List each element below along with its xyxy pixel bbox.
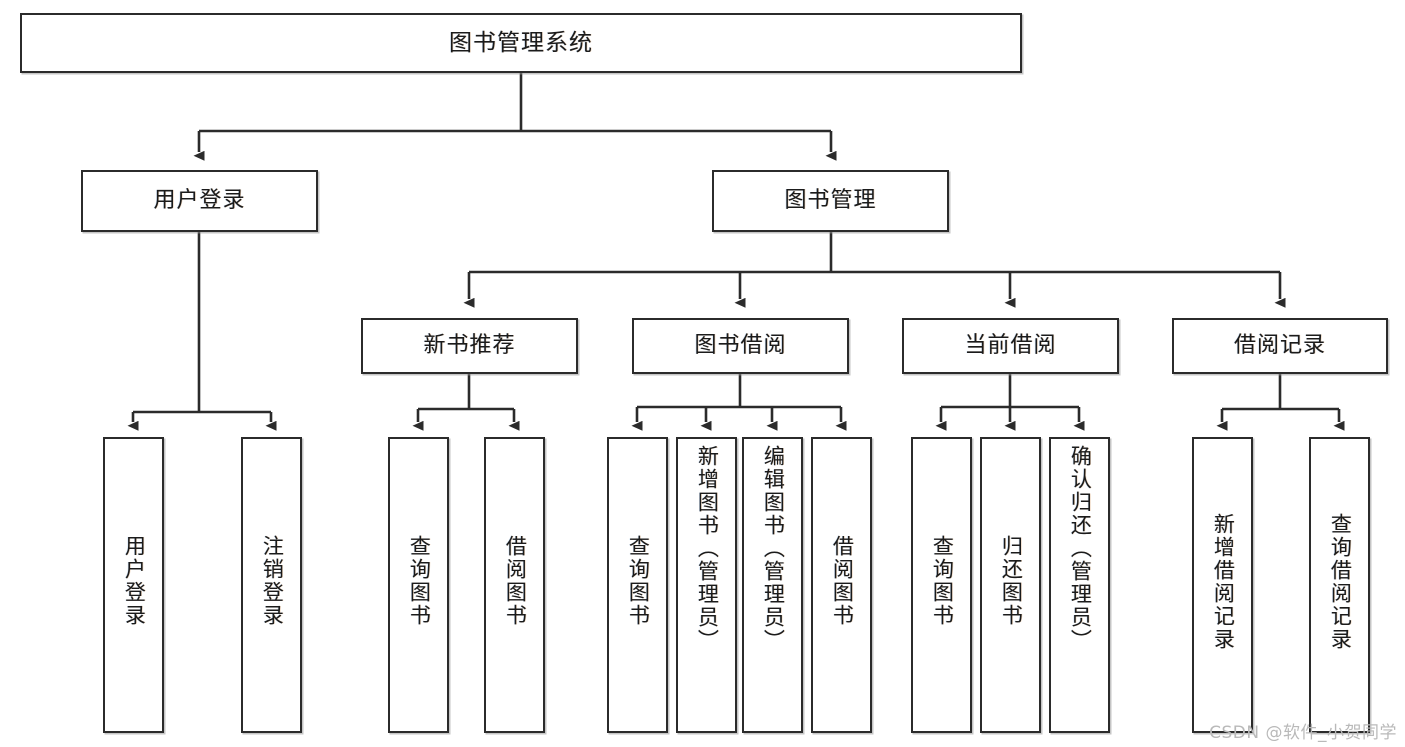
leaf-new-book-rec-1[interactable]: 借阅图书 <box>484 437 545 733</box>
node-user-login[interactable]: 用户登录 <box>81 170 318 232</box>
leaf-book-borrow-0-label: 查询图书 <box>626 535 651 627</box>
node-book-manage-label: 图书管理 <box>784 188 877 214</box>
node-new-book-recommend[interactable]: 新书推荐 <box>361 318 578 374</box>
node-root-label: 图书管理系统 <box>449 29 593 56</box>
leaf-current-borrow-2-label: 确认归还（管理员） <box>1068 445 1093 652</box>
leaf-current-borrow-1[interactable]: 归还图书 <box>980 437 1041 733</box>
leaf-borrow-record-1[interactable]: 查询借阅记录 <box>1309 437 1370 733</box>
node-book-borrow-label: 图书借阅 <box>694 333 787 359</box>
node-new-book-recommend-label: 新书推荐 <box>423 333 516 359</box>
leaf-current-borrow-1-label: 归还图书 <box>999 535 1024 627</box>
leaf-current-borrow-2[interactable]: 确认归还（管理员） <box>1049 437 1110 733</box>
node-book-borrow[interactable]: 图书借阅 <box>632 318 849 374</box>
leaf-user-login-0[interactable]: 用户登录 <box>103 437 164 733</box>
leaf-user-login-1-label: 注销登录 <box>260 535 285 627</box>
csdn-watermark: CSDN @软件_小贺同学 <box>1209 723 1397 743</box>
leaf-current-borrow-0[interactable]: 查询图书 <box>911 437 972 733</box>
leaf-new-book-rec-1-label: 借阅图书 <box>503 535 528 627</box>
node-borrow-record-label: 借阅记录 <box>1233 333 1326 359</box>
leaf-book-borrow-2[interactable]: 编辑图书（管理员） <box>742 437 803 733</box>
leaf-borrow-record-1-label: 查询借阅记录 <box>1328 513 1353 651</box>
leaf-book-borrow-3[interactable]: 借阅图书 <box>811 437 872 733</box>
leaf-new-book-rec-0[interactable]: 查询图书 <box>388 437 449 733</box>
node-current-borrow[interactable]: 当前借阅 <box>902 318 1119 374</box>
node-borrow-record[interactable]: 借阅记录 <box>1172 318 1388 374</box>
leaf-book-borrow-1-label: 新增图书（管理员） <box>695 445 720 652</box>
leaf-user-login-0-label: 用户登录 <box>122 535 147 627</box>
leaf-book-borrow-0[interactable]: 查询图书 <box>607 437 668 733</box>
node-current-borrow-label: 当前借阅 <box>964 333 1057 359</box>
leaf-borrow-record-0-label: 新增借阅记录 <box>1211 513 1236 651</box>
leaf-current-borrow-0-label: 查询图书 <box>930 535 955 627</box>
leaf-book-borrow-2-label: 编辑图书（管理员） <box>761 445 786 652</box>
leaf-new-book-rec-0-label: 查询图书 <box>407 535 432 627</box>
node-user-login-label: 用户登录 <box>153 188 246 214</box>
node-root[interactable]: 图书管理系统 <box>20 13 1022 73</box>
leaf-book-borrow-1[interactable]: 新增图书（管理员） <box>676 437 737 733</box>
leaf-user-login-1[interactable]: 注销登录 <box>241 437 302 733</box>
node-book-manage[interactable]: 图书管理 <box>712 170 949 232</box>
leaf-book-borrow-3-label: 借阅图书 <box>830 535 855 627</box>
leaf-borrow-record-0[interactable]: 新增借阅记录 <box>1192 437 1253 733</box>
